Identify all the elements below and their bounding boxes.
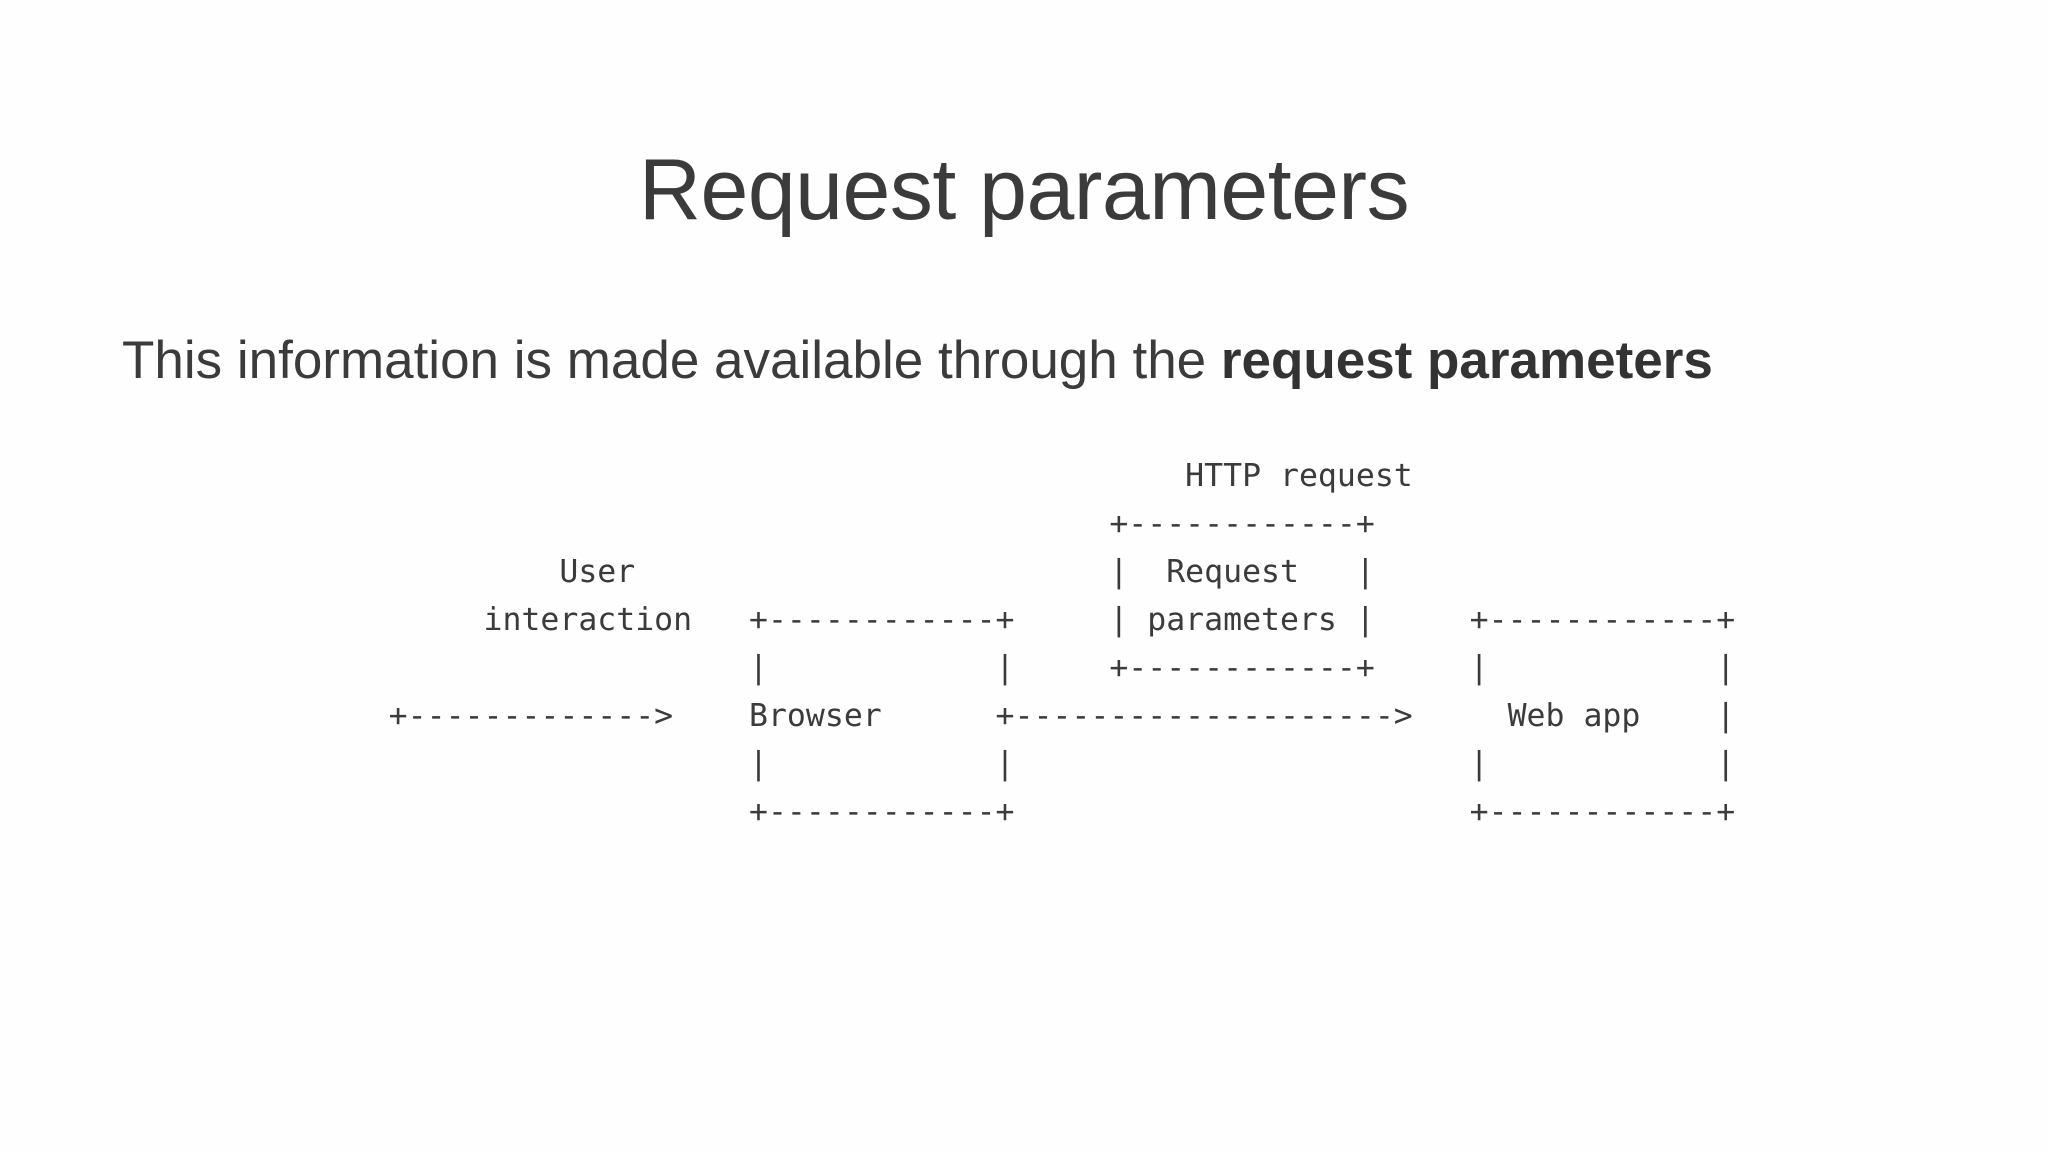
diagram-container: HTTP request +------------+ User | Reque…	[0, 452, 2048, 836]
slide-subtitle: This information is made available throu…	[122, 330, 1952, 393]
subtitle-emphasis-text: request parameters	[1220, 331, 1713, 390]
subtitle-lead-text: This information is made available throu…	[122, 331, 1221, 390]
ascii-flow-diagram: HTTP request +------------+ User | Reque…	[388, 458, 1736, 830]
page-title: Request parameters	[638, 141, 1410, 238]
